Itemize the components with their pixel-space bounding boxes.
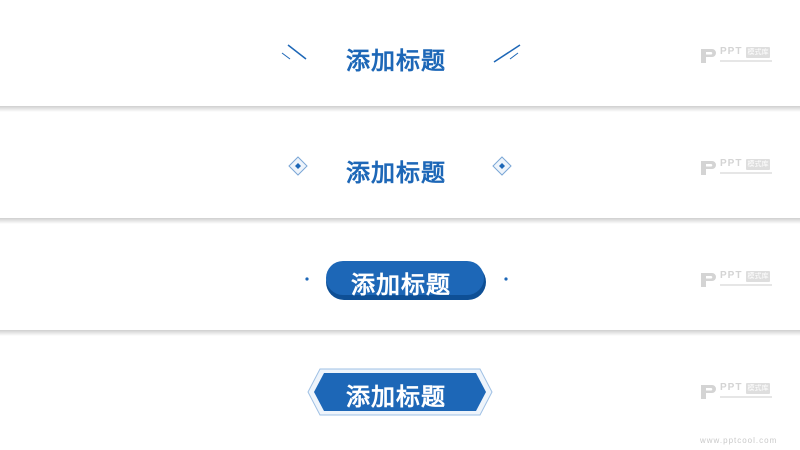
- ppt-logo-icon: [701, 273, 716, 287]
- watermark-text: PPT: [720, 46, 743, 57]
- watermark-subline: [720, 284, 772, 286]
- watermark-text: PPT: [720, 158, 743, 169]
- watermark-badge: 模式库: [746, 159, 770, 170]
- watermark: PPT 模式库: [698, 46, 772, 70]
- watermark-subline: [720, 60, 772, 62]
- title-band-1: 添加标题 PPT 模式库: [0, 0, 800, 106]
- watermark-subline: [720, 172, 772, 174]
- title-band-2: 添加标题 PPT 模式库: [0, 112, 800, 218]
- band-divider-2: [0, 218, 800, 224]
- watermark-text: PPT: [720, 270, 743, 281]
- diamond-ornament: [185, 156, 615, 176]
- watermark: PPT 模式库: [698, 158, 772, 182]
- ppt-logo-icon: [701, 49, 716, 63]
- watermark: PPT 模式库: [698, 270, 772, 294]
- title-band-4: 添加标题 PPT 模式库: [0, 336, 800, 450]
- watermark-url: www.pptcool.com: [700, 436, 778, 445]
- slide-2-title: 添加标题: [346, 160, 446, 187]
- watermark-badge: 模式库: [746, 271, 770, 282]
- watermark: PPT 模式库: [698, 382, 772, 406]
- band-divider-1: [0, 106, 800, 112]
- slide-3-title: 添加标题: [351, 272, 451, 299]
- hexagon-ornament: [240, 368, 560, 416]
- watermark-badge: 模式库: [746, 383, 770, 394]
- watermark-subline: [720, 396, 772, 398]
- title-band-3: 添加标题 PPT 模式库: [0, 224, 800, 330]
- ppt-logo-icon: [701, 385, 716, 399]
- ppt-logo-icon: [701, 161, 716, 175]
- slide-1-title: 添加标题: [346, 48, 446, 75]
- pill-ornament: [165, 261, 635, 300]
- band-divider-3: [0, 330, 800, 336]
- line-ornament-1: [145, 44, 655, 63]
- slide-4-title: 添加标题: [346, 384, 446, 411]
- watermark-badge: 模式库: [746, 47, 770, 58]
- watermark-text: PPT: [720, 382, 743, 393]
